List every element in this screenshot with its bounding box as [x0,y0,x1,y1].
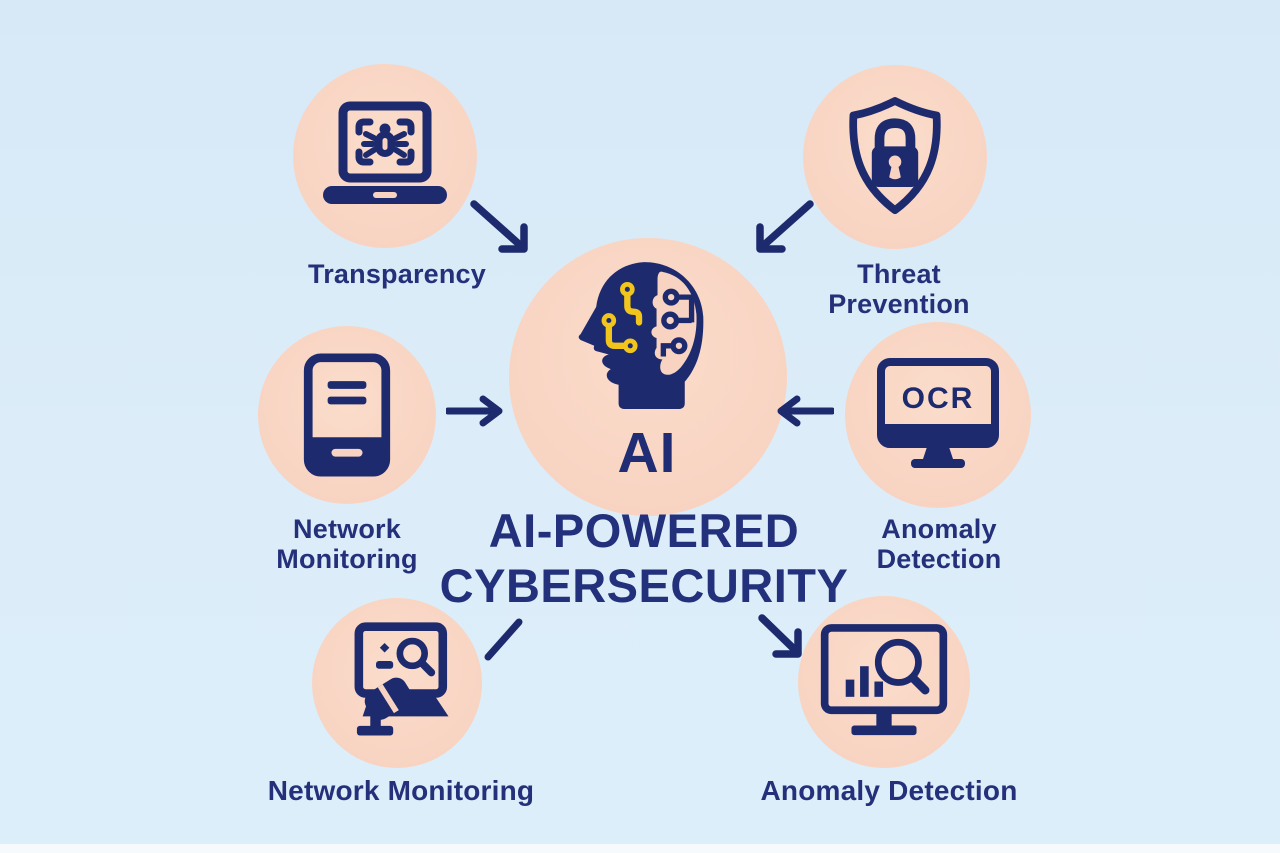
node-circle-network-monitoring-mid [258,326,436,504]
arrow-middle-right [777,395,834,427]
label-anomaly-detection-mid: Anomaly Detection [876,514,1002,575]
node-circle-threat-prevention [803,65,987,249]
arrow-bottom-right [758,614,802,658]
arrow-top-left [470,200,528,253]
ai-label: AI [617,421,677,485]
node-circle-anomaly-detection-bot [798,596,970,768]
chart-search-monitor-icon [820,624,948,736]
node-circle-anomaly-detection-mid: OCR [845,322,1031,508]
line-bottom-left [484,618,523,661]
label-anomaly-detection-bot: Anomaly Detection [760,775,1018,806]
main-title: AI-POWERED CYBERSECURITY [440,503,849,613]
node-circle-transparency [293,64,477,248]
laptop-search-icon [354,622,449,736]
label-network-monitoring-mid: Network Monitoring [276,514,418,575]
title-line2: CYBERSECURITY [439,559,849,612]
title-line1: AI-POWERED [488,504,800,557]
arrow-middle-left [446,395,503,427]
tablet-icon [303,353,391,477]
label-network-monitoring-bot: Network Monitoring [267,775,535,806]
label-transparency: Transparency [308,259,486,289]
label-threat-prevention: Threat Prevention [828,259,970,320]
arrow-top-right [756,200,814,253]
node-circle-network-monitoring-bot [312,598,482,768]
bug-scan-laptop-icon [323,101,447,204]
ocr-monitor-icon: OCR [877,358,999,468]
shield-lock-icon [849,97,941,215]
ocr-screen-text: OCR [902,382,975,415]
ai-head-circuit-icon [578,262,704,410]
bottom-strip [0,844,1280,853]
